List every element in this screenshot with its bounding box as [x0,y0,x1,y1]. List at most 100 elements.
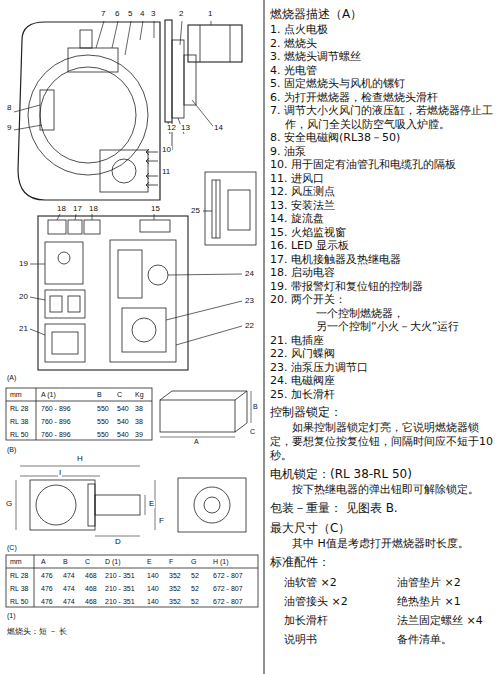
paragraph: 其中 H值是考虑打开燃烧器时长度。 [270,537,496,551]
table-cell: 468 [84,572,98,579]
table-cell: Kg [134,391,145,398]
list-item: 25. 加长滑杆 [270,388,496,402]
accessory-item: 备件清单。 [383,632,496,647]
paragraph: 如果控制器锁定灯亮，它说明燃烧器锁定，要想复位按复位钮，间隔时间应不短于10 秒… [270,421,496,463]
section-heading: 最大尺寸（C） [270,520,496,537]
table-cell: B [96,391,103,398]
callout-number: 7 [100,10,106,18]
accessory-item: 油管接头 ×2 [270,594,383,609]
table-cell: B [62,558,69,565]
table-cell: 210 - 351 [104,572,136,579]
callout-number: 15 [150,205,161,213]
list-item: 15. 火焰监视窗 [270,226,496,240]
table-cell: 760 - 896 [40,431,72,438]
accessory-item: 绝热垫片 ×1 [383,594,496,609]
table-cell: A [40,558,47,565]
callout-number: 19 [18,260,29,268]
list-item: 8. 安全电磁阀(RL38－50) [270,131,496,145]
callout-number: 22 [244,322,255,330]
table-cell: 140 [146,572,160,579]
table-cell: 210 - 351 [104,585,136,592]
table-cell: H (1) [212,558,230,565]
table-cell: 672 - 807 [212,598,244,605]
list-item: 6. 为打开燃烧器，检查燃烧头滑杆 [270,91,496,105]
callout-number: 24 [244,270,255,278]
list-item: 9. 油泵 [270,145,496,159]
list-item: 21. 电插座 [270,334,496,348]
list-subitem: 一个控制燃烧器， [270,307,496,321]
table-cell: C [84,558,91,565]
dimension-label: A [193,438,200,445]
table-cell: 352 [168,572,182,579]
table-cell: RL 28 [9,405,29,412]
accessory-item: 油软管 ×2 [270,575,383,590]
list-item: 2. 燃烧头 [270,37,496,51]
table-cell: 468 [84,598,98,605]
dimension-label: D [114,538,122,546]
dimension-label: E [148,500,155,508]
table-cell: RL 38 [9,418,29,425]
callout-number: 11 [161,168,171,176]
list-item: 14. 旋流盘 [270,212,496,226]
list-subitem: 另一个控制“小火－大火”运行 [270,320,496,334]
callout-number: 1 [207,10,213,18]
table-cell: 474 [62,598,76,605]
table-cell: 474 [62,572,76,579]
table-cell: 352 [168,585,182,592]
dimension-label: F [158,517,165,525]
list-item: 1. 点火电极 [270,23,496,37]
table-cell: 672 - 807 [212,572,244,579]
table-cell: 38 [134,405,144,412]
list-item: 11. 进风口 [270,172,496,186]
table-cell: A (1) [40,391,57,398]
list-item: 5. 固定燃烧头与风机的镙钉 [270,77,496,91]
table-cell: 760 - 896 [40,418,72,425]
list-item: 12. 风压测点 [270,185,496,199]
callout-number: 9 [6,124,12,132]
list-item: 7. 调节大小火风门的液压缸，若燃烧器停止工作，风门全关以防空气吸入炉膛。 [270,104,496,131]
dimension-label: H [76,455,84,463]
dimension-label: I [58,469,62,477]
list-item: 13. 安装法兰 [270,199,496,213]
figure-tag: (C) [6,544,18,551]
table-cell: 540 [116,431,130,438]
list-item: 3. 燃烧头调节螺丝 [270,50,496,64]
table-cell: RL 28 [9,572,29,579]
table-cell: RL 38 [9,585,29,592]
dimension-label: G [5,500,13,508]
accessory-item: 油管垫片 ×2 [383,575,496,590]
note-text: 燃烧头：短 － 长 [6,628,68,636]
table-cell: 352 [168,598,182,605]
accessory-item: 加长滑杆 [270,613,383,628]
section-heading: 控制器锁定： [270,404,496,421]
description-column: 燃烧器描述（A）1. 点火电极2. 燃烧头3. 燃烧头调节螺丝4. 光电管5. … [270,6,496,647]
table-cell: 140 [146,598,160,605]
callout-number: 4 [139,10,145,18]
table-cell: RL 50 [9,431,29,438]
table-cell: 210 - 351 [104,598,136,605]
callout-number: 12 [166,124,177,132]
table-cell: 476 [40,585,54,592]
table-cell: 52 [190,585,200,592]
callout-number: 8 [6,104,12,112]
accessory-item: 说明书 [270,632,383,647]
callout-number: 14 [213,124,224,132]
dimension-label: B [252,403,259,410]
table-cell: 550 [96,418,110,425]
callout-number: 3 [150,10,156,18]
table-cell: 52 [190,598,200,605]
list-item: 17. 电机接触器及热继电器 [270,253,496,267]
table-cell: 52 [190,572,200,579]
dimension-label: C [249,428,256,435]
list-item: 19. 带报警灯和复位钮的控制器 [270,280,496,294]
list-item: 16. LED 显示板 [270,239,496,253]
table-cell: mm [9,558,23,565]
table-cell: 140 [146,585,160,592]
callout-number: 23 [244,297,255,305]
table-cell: 39 [134,431,144,438]
callout-number: 13 [180,124,191,132]
table-cell: 550 [96,405,110,412]
table-cell: 550 [96,431,110,438]
table-cell: 38 [134,418,144,425]
table-cell: E [146,558,153,565]
